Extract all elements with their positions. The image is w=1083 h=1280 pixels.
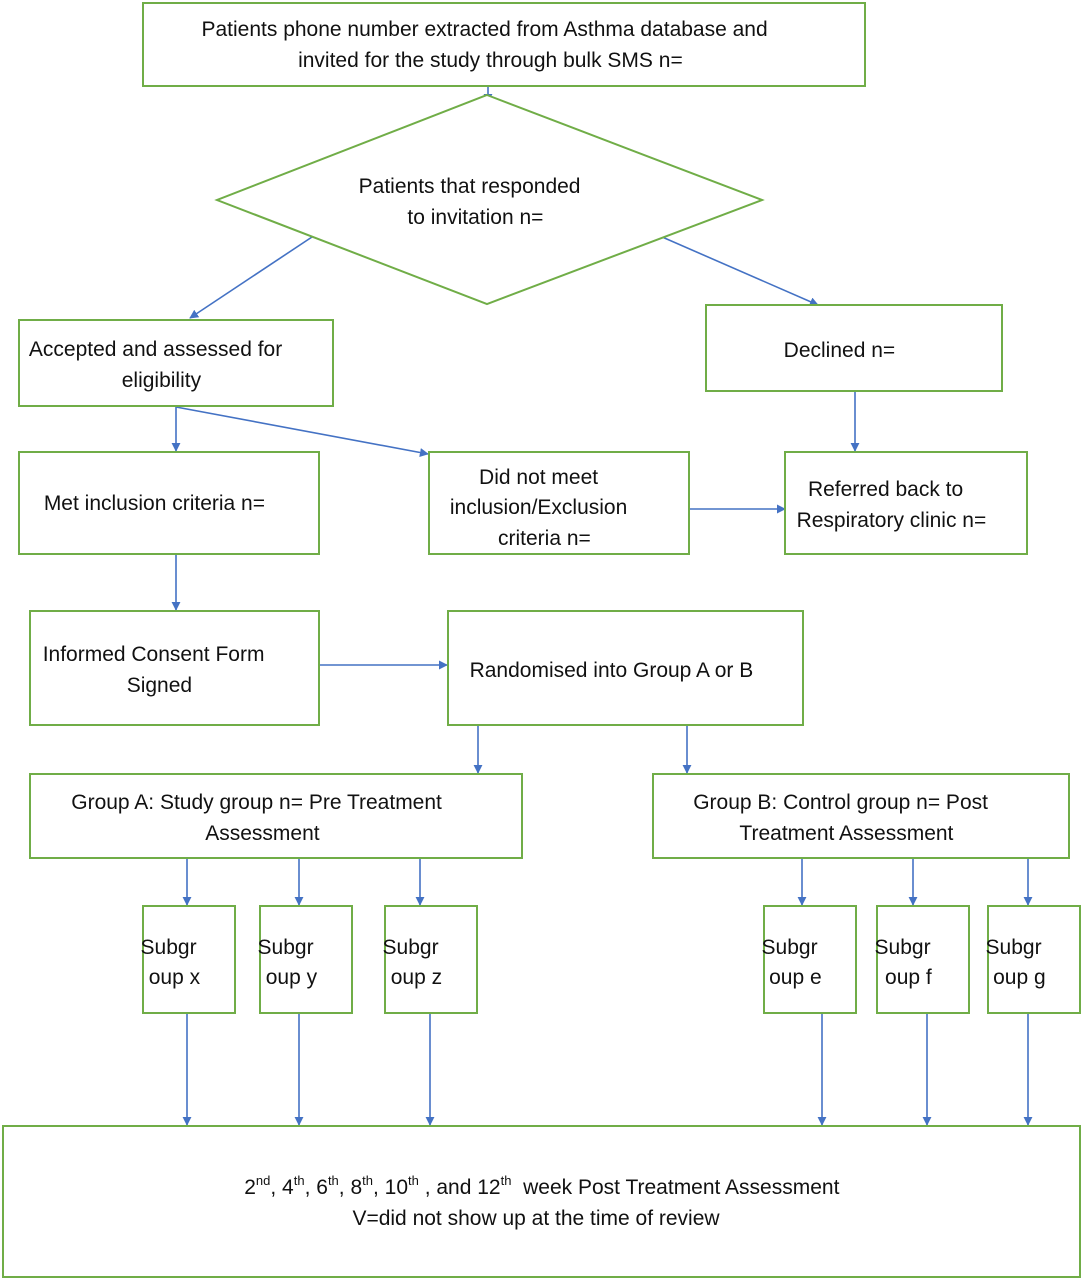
node-group-a-text: Group A: Study group n= Pre Treatment As… (0, 0, 483, 845)
node-referred: Referred back to Respiratory clinic n= (0, 0, 1028, 555)
node-met-text: Met inclusion criteria n= (0, 0, 294, 515)
week-6-sep: , (339, 1176, 351, 1199)
week-4-sep: , (305, 1176, 317, 1199)
node-accepted-text: Accepted and assessed for eligibility (0, 0, 323, 392)
week-4-sup: th (294, 1173, 305, 1188)
node-group-b-text: Group B: Control group n= Post Treatment… (693, 791, 988, 845)
node-declined-text: Declined n= (0, 0, 924, 362)
node-met-inclusion: Met inclusion criteria n= (0, 0, 320, 555)
week-8-sup: th (362, 1173, 373, 1188)
week-2-num: 2 (244, 1176, 256, 1199)
week-4-num: 4 (282, 1176, 294, 1199)
week-2-sup: nd (256, 1173, 270, 1188)
node-group-a: Group A: Study group n= Pre Treatment As… (0, 0, 523, 859)
node-subgroup-x: Subgr oup x (0, 0, 237, 1014)
week-12-num: 12 (477, 1176, 500, 1199)
node-subgroup-f: Subgr oup f (875, 905, 970, 1014)
node-declined: Declined n= (0, 0, 1003, 392)
node-group-b: Group B: Control group n= Post Treatment… (652, 773, 1070, 859)
node-invite-text: Patients phone number extracted from Ast… (0, 0, 809, 72)
node-subgroup-y: Subgr oup y (0, 0, 354, 1014)
node-referred-text: Referred back to Respiratory clinic n= (0, 0, 1015, 532)
node-subgroup-e: Subgr oup e (762, 905, 857, 1014)
week-2-sep: , (270, 1176, 282, 1199)
node-responded-decision: Patients that responded to invitation n= (0, 0, 765, 306)
node-subgroup-z-text: Subgr oup z (0, 0, 479, 989)
week-8-sep: , (373, 1176, 385, 1199)
node-consent-text: Informed Consent Form Signed (0, 0, 305, 697)
week-6-num: 6 (316, 1176, 328, 1199)
week-8-num: 8 (350, 1176, 362, 1199)
arrow-accepted-to-not-met (175, 406, 429, 457)
week-10-num: 10 (385, 1176, 408, 1199)
node-randomised: Randomised into Group A or B (0, 0, 804, 726)
node-subgroup-g-text: Subgr oup g (986, 936, 1046, 989)
node-responded-text: Patients that responded to invitation n= (0, 0, 621, 229)
node-final-assessment: 2nd, 4th, 6th, 8th, 10th , and 12th week… (2, 1125, 1081, 1278)
week-10-sep: , and (419, 1176, 477, 1199)
week-12-label: week Post Treatment Assessment (511, 1176, 839, 1199)
week-10-sup: th (408, 1173, 419, 1188)
final-line-no-show: V=did not show up at the time of review (352, 1207, 720, 1230)
arrow-responded-to-declined (652, 232, 819, 306)
node-invite: Patients phone number extracted from Ast… (0, 0, 866, 87)
node-not-met-text: Did not meet inclusion/Exclusion criteri… (0, 0, 668, 550)
node-subgroup-y-text: Subgr oup y (0, 0, 354, 989)
final-line-weeks: 2nd, 4th, 6th, 8th, 10th , and 12th week… (203, 1173, 868, 1199)
node-subgroup-e-text: Subgr oup e (762, 936, 822, 989)
node-subgroup-x-text: Subgr oup x (0, 0, 237, 989)
node-subgroup-g: Subgr oup g (986, 905, 1081, 1014)
node-randomised-text: Randomised into Group A or B (0, 0, 782, 682)
node-subgroup-f-text: Subgr oup f (875, 936, 932, 989)
week-12-sup: th (501, 1173, 512, 1188)
node-consent: Informed Consent Form Signed (0, 0, 320, 726)
node-subgroup-z: Subgr oup z (0, 0, 479, 1014)
arrow-responded-to-accepted (189, 232, 319, 319)
node-accepted: Accepted and assessed for eligibility (0, 0, 334, 407)
node-not-met: Did not meet inclusion/Exclusion criteri… (0, 0, 690, 555)
week-6-sup: th (328, 1173, 339, 1188)
connectors (171, 86, 1033, 1126)
